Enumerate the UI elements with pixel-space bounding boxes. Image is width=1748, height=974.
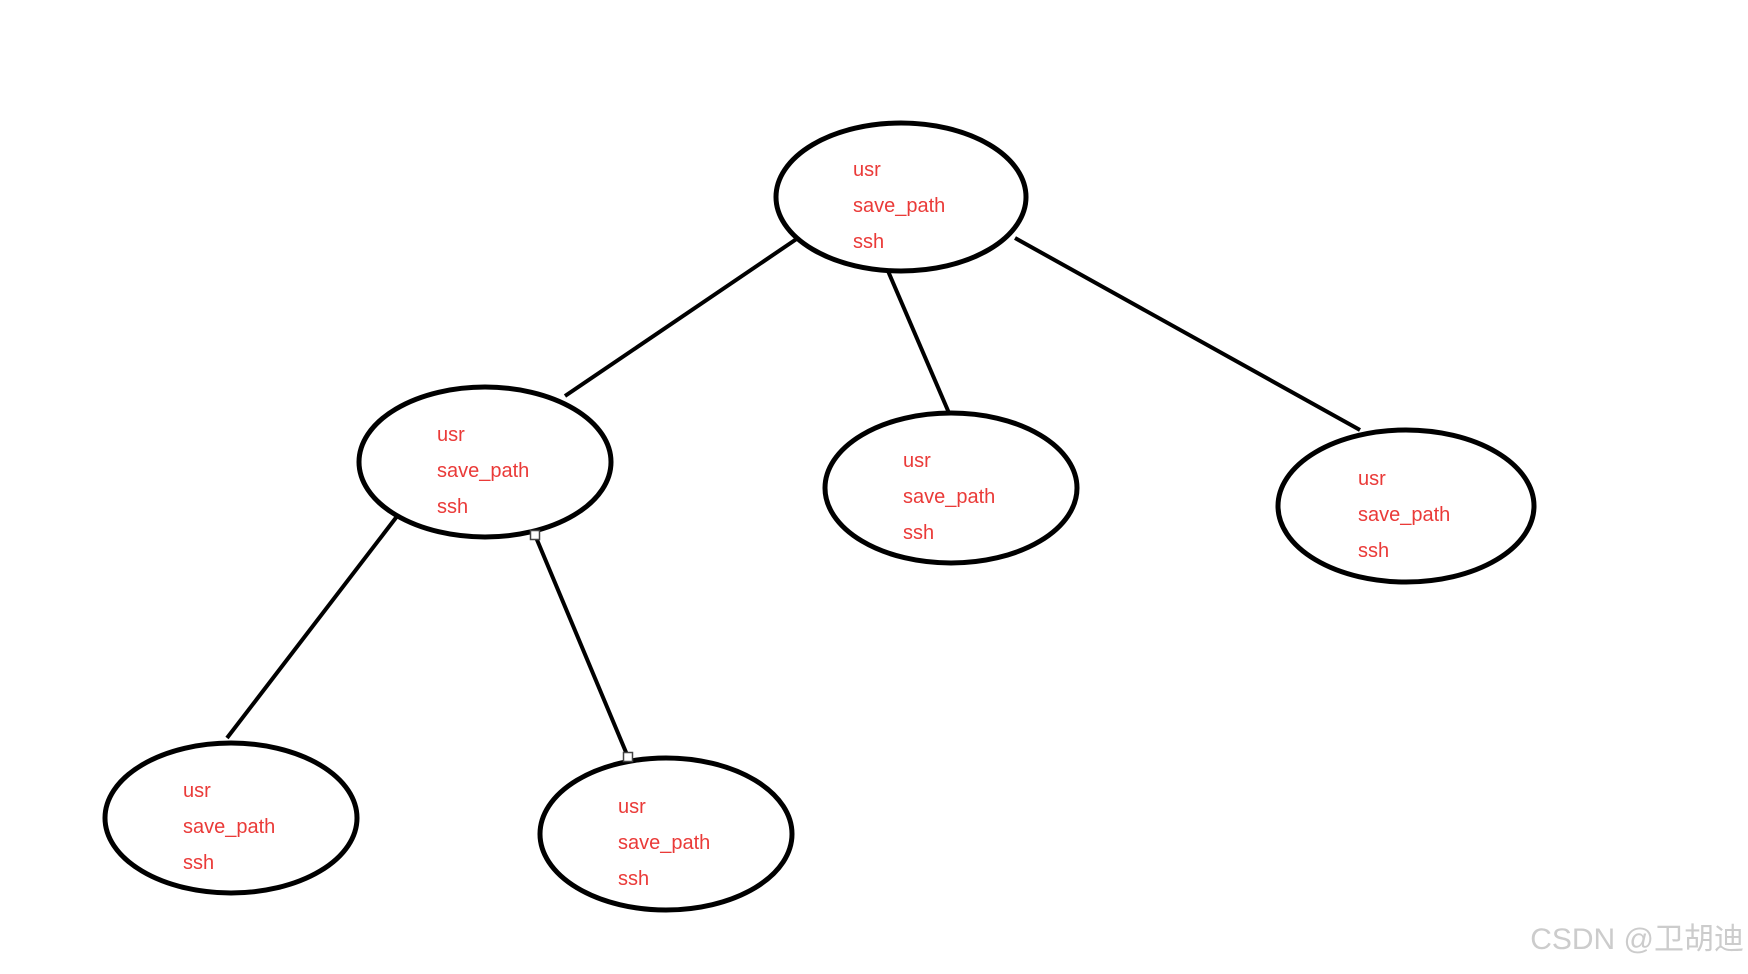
node-label-line: usr bbox=[853, 159, 881, 181]
connector-endpoint-handle[interactable] bbox=[622, 751, 634, 763]
edge-root-to-right[interactable] bbox=[1014, 236, 1361, 432]
node-label-line: usr bbox=[183, 780, 211, 802]
edge-root-to-left[interactable] bbox=[563, 236, 800, 398]
node-label-line: save_path bbox=[853, 195, 945, 217]
node-label-line: save_path bbox=[437, 460, 529, 482]
node-label-line: save_path bbox=[903, 486, 995, 508]
watermark: CSDN @卫胡迪 bbox=[1530, 923, 1744, 956]
node-label-line: usr bbox=[437, 424, 465, 446]
node-label-line: save_path bbox=[1358, 504, 1450, 526]
edge-root-to-middle[interactable] bbox=[886, 270, 951, 414]
node-ellipse-middle[interactable] bbox=[822, 410, 1080, 566]
node-label-line: usr bbox=[618, 796, 646, 818]
node-ellipse-left[interactable] bbox=[356, 384, 614, 540]
node-label-line: usr bbox=[903, 450, 931, 472]
node-label-line: save_path bbox=[618, 832, 710, 854]
node-label-line: save_path bbox=[183, 816, 275, 838]
connector-endpoint-handle[interactable] bbox=[529, 529, 541, 541]
node-label-line: ssh bbox=[903, 522, 934, 544]
node-label-line: ssh bbox=[1358, 540, 1389, 562]
node-ellipse-right[interactable] bbox=[1275, 427, 1537, 585]
node-label-line: ssh bbox=[618, 868, 649, 890]
node-label-line: usr bbox=[1358, 468, 1386, 490]
node-label-line: ssh bbox=[853, 231, 884, 253]
node-ellipse-root[interactable] bbox=[773, 120, 1029, 274]
node-ellipse-bottom-middle[interactable] bbox=[537, 755, 795, 913]
node-ellipse-bottom-left[interactable] bbox=[102, 740, 360, 896]
edge-left-to-bottom-middle[interactable] bbox=[533, 534, 630, 758]
edge-left-to-bottom-left[interactable] bbox=[225, 513, 400, 740]
node-label-line: ssh bbox=[437, 496, 468, 518]
node-label-line: ssh bbox=[183, 852, 214, 874]
